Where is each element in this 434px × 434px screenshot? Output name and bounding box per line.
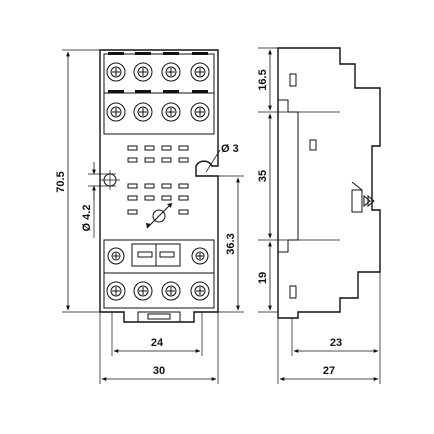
side-view — [277, 47, 381, 319]
screw-terminal — [106, 281, 126, 301]
side-dimensions: 16.5 35 19 23 27 — [257, 47, 381, 384]
screw-terminal — [133, 102, 153, 122]
bottom-terminal-block — [103, 239, 215, 309]
retaining-clip — [131, 243, 181, 267]
base-slot — [147, 313, 171, 320]
top-terminal-block — [103, 53, 215, 135]
side-terminal-slot-bottom — [289, 285, 297, 299]
screw-terminal — [161, 62, 181, 82]
front-overall-width-label: 30 — [153, 365, 165, 377]
mount-hole-diameter-label: Ø 4.2 — [81, 205, 93, 232]
hole-diameter-label: Ø 3 — [221, 143, 239, 155]
screw-terminal-row-3 — [107, 247, 209, 265]
screw-terminal-row-4 — [106, 281, 210, 301]
overall-height-label: 70.5 — [55, 171, 67, 192]
mounting-hole — [100, 170, 120, 190]
screw-terminal-row-1 — [106, 62, 210, 82]
front-view — [99, 49, 219, 323]
screw-terminal — [133, 62, 153, 82]
top-section-label: 16.5 — [257, 69, 269, 90]
center-screw — [146, 203, 172, 229]
screw-terminal — [161, 102, 181, 122]
screw-terminal — [161, 281, 181, 301]
side-overall-width-label: 27 — [323, 365, 335, 377]
side-view-outline — [277, 47, 381, 319]
side-screw-slot — [309, 139, 317, 151]
side-inner-width-label: 23 — [330, 337, 342, 349]
terminal-tabs — [108, 52, 208, 93]
screw-terminal — [107, 247, 125, 265]
hole-to-bottom-label: 36.3 — [225, 233, 237, 254]
screw-terminal — [191, 247, 209, 265]
screw-terminal — [106, 102, 126, 122]
base-foot — [137, 311, 181, 323]
screw-terminal — [106, 62, 126, 82]
bottom-section-label: 19 — [257, 272, 269, 284]
front-dimensions: 70.5 Ø 4.2 Ø 3 36.3 24 30 — [55, 49, 244, 384]
din-rail-clip — [278, 99, 299, 253]
side-terminal-slot-top — [289, 73, 297, 87]
screw-terminal-row-2 — [106, 102, 210, 122]
middle-section-label: 35 — [257, 170, 269, 182]
screw-terminal — [133, 281, 153, 301]
front-inner-width-label: 24 — [151, 337, 164, 349]
screw-terminal — [190, 62, 210, 82]
screw-terminal — [190, 281, 210, 301]
relay-pin-slots — [127, 145, 189, 215]
release-lever-icon — [351, 181, 375, 213]
screw-terminal — [190, 102, 210, 122]
